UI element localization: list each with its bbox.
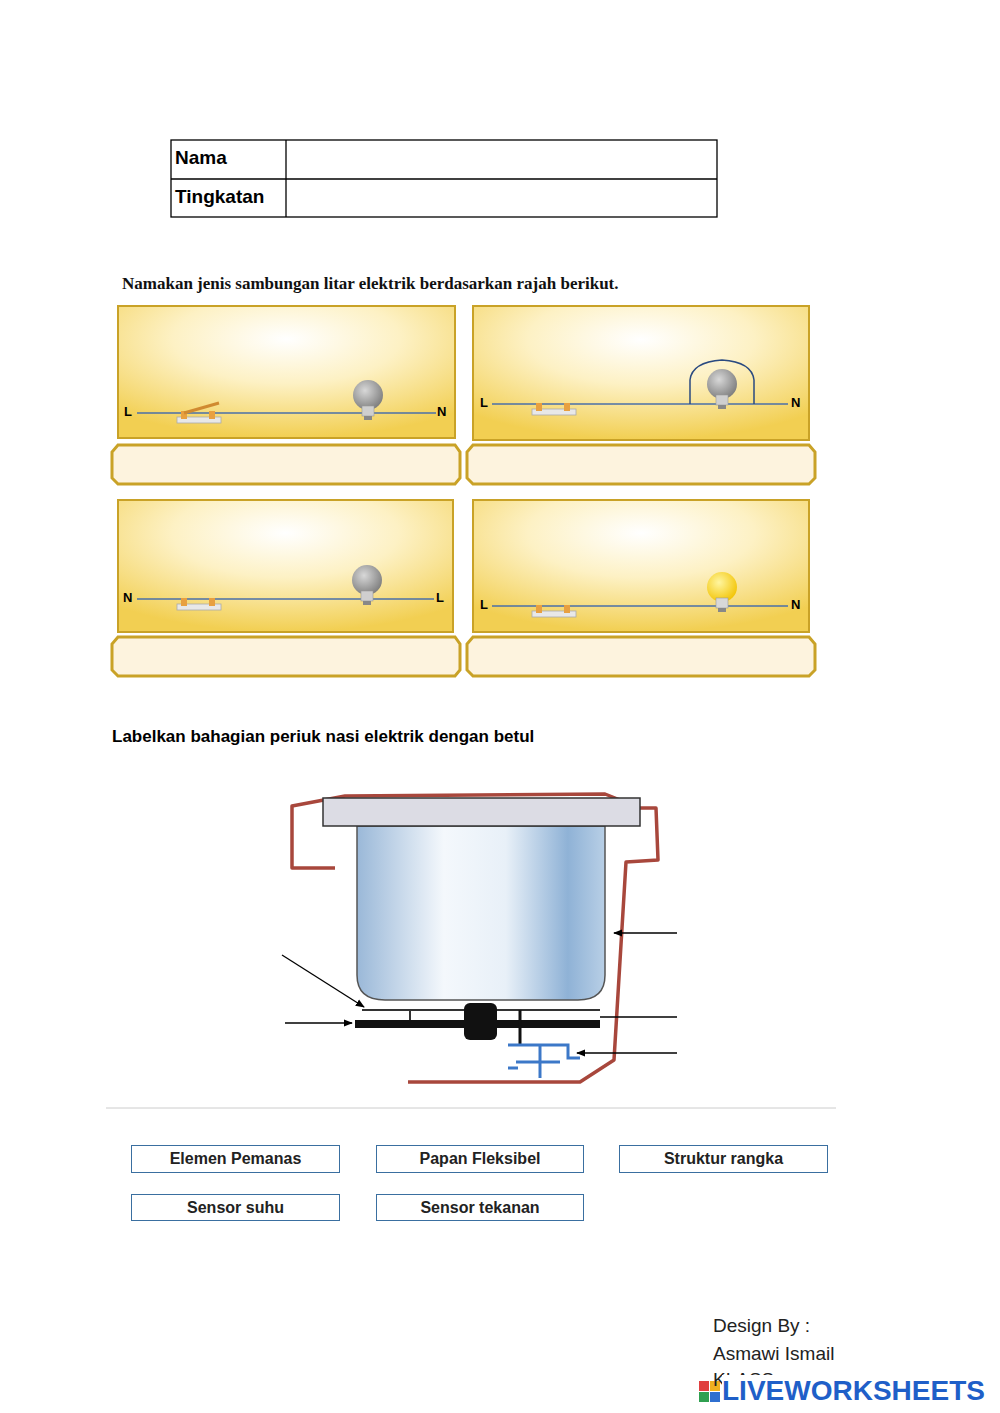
terminal-label: N bbox=[437, 405, 446, 420]
answer-box: Elemen Pemanas bbox=[131, 1145, 340, 1173]
instruction-heading: Namakan jenis sambungan litar elektrik b… bbox=[122, 274, 619, 294]
table-cell: Tingkatan bbox=[175, 186, 264, 208]
terminal-label: N bbox=[791, 598, 800, 613]
watermark: LIVEWORKSHEETS bbox=[722, 1375, 985, 1407]
table-cell: Nama bbox=[175, 147, 227, 169]
terminal-label: L bbox=[124, 405, 132, 420]
terminal-label: N bbox=[123, 591, 132, 606]
credit-text: Asmawi Ismail bbox=[713, 1343, 834, 1365]
terminal-label: N bbox=[791, 396, 800, 411]
answer-box: Sensor suhu bbox=[131, 1194, 340, 1221]
instruction-heading: Labelkan bahagian periuk nasi elektrik d… bbox=[112, 727, 534, 747]
terminal-label: L bbox=[436, 591, 444, 606]
answer-label: Sensor tekanan bbox=[420, 1199, 539, 1217]
terminal-label: L bbox=[480, 396, 488, 411]
credit-text: Design By : bbox=[713, 1315, 810, 1337]
answer-label: Papan Fleksibel bbox=[420, 1150, 541, 1168]
answer-box: Struktur rangka bbox=[619, 1145, 828, 1173]
terminal-label: L bbox=[480, 598, 488, 613]
answer-box: Sensor tekanan bbox=[376, 1194, 584, 1221]
answer-box: Papan Fleksibel bbox=[376, 1145, 584, 1173]
answer-label: Elemen Pemanas bbox=[170, 1150, 302, 1168]
answer-label: Struktur rangka bbox=[664, 1150, 783, 1168]
answer-label: Sensor suhu bbox=[187, 1199, 284, 1217]
